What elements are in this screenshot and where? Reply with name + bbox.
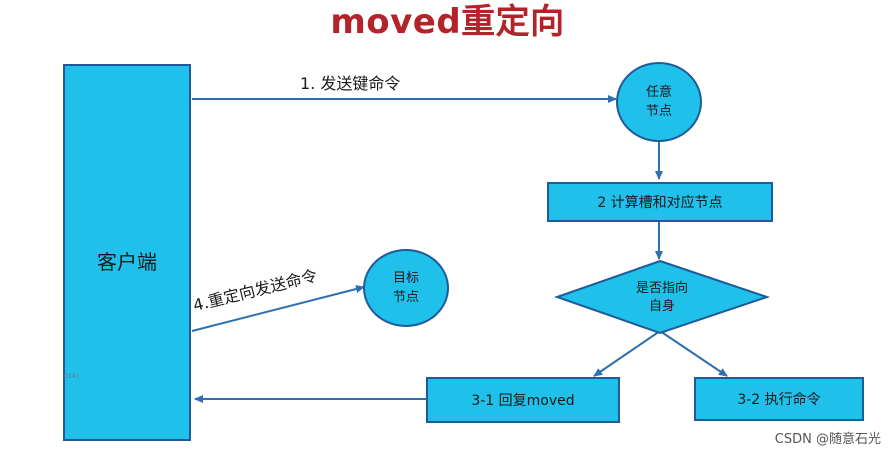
client-box xyxy=(63,64,191,441)
watermark: CSDN @随意石光 xyxy=(774,432,881,447)
compute-slot-box: 2 计算槽和对应节点 xyxy=(547,182,773,222)
target-node-line2: 节点 xyxy=(392,290,419,305)
target-node-circle: 目标 节点 xyxy=(363,249,449,327)
decision-line1: 是否指向 xyxy=(635,281,688,296)
arrow-decision-to-reply xyxy=(593,330,661,377)
decision-line2: 自身 xyxy=(648,299,675,314)
decision-label: 是否指向 自身 xyxy=(610,280,714,316)
client-small-id: 0341 xyxy=(64,373,80,380)
reply-moved-box: 3-1 回复moved xyxy=(426,377,620,423)
send-key-label: 1. 发送键命令 xyxy=(300,74,401,93)
arrow-redirect-send xyxy=(191,285,365,332)
target-node-line1: 目标 xyxy=(392,271,419,286)
client-label: 客户端 xyxy=(97,250,157,274)
any-node-circle: 任意 节点 xyxy=(616,62,702,142)
any-node-line1: 任意 xyxy=(645,85,672,100)
arrow-decision-to-execute xyxy=(659,330,728,377)
any-node-line2: 节点 xyxy=(645,104,672,119)
diagram-title: moved重定向 xyxy=(330,2,565,42)
execute-command-box: 3-2 执行命令 xyxy=(694,377,864,421)
decision-diamond xyxy=(553,259,771,335)
